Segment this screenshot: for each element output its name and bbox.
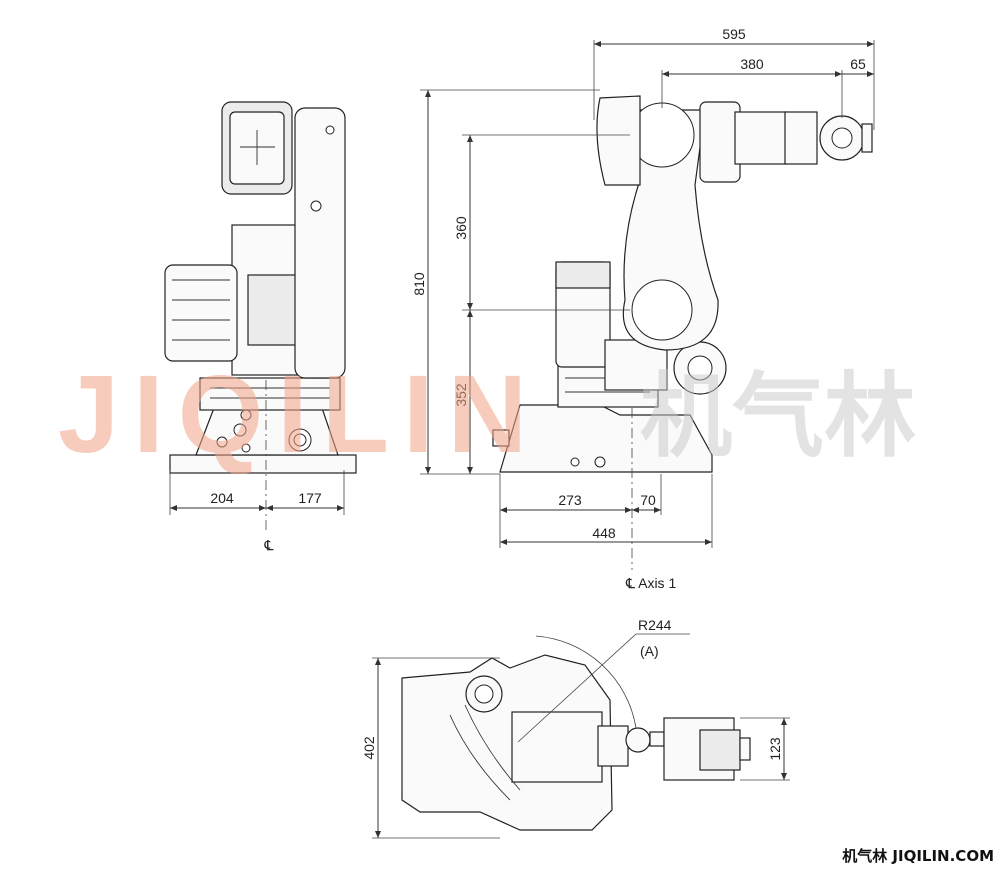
axis-1-label: ℄ Axis 1 bbox=[625, 575, 676, 591]
dim-top-width: 402 bbox=[361, 736, 377, 760]
front-arm bbox=[294, 107, 346, 379]
radius-label: R244 bbox=[638, 617, 672, 633]
side-forearm bbox=[734, 111, 788, 165]
front-motor bbox=[164, 264, 238, 362]
watermark-latin: JIQILIN bbox=[58, 353, 541, 476]
dim-base-depth: 448 bbox=[592, 525, 616, 541]
radius-note: (A) bbox=[640, 643, 659, 659]
dim-upper-reach: 380 bbox=[740, 56, 764, 72]
dim-base-height: 352 bbox=[453, 383, 469, 407]
centerline-symbol-front: ℄ bbox=[264, 537, 274, 553]
watermark-cjk: 机气林 bbox=[640, 363, 916, 470]
side-dimensions: 595 380 65 810 360 352 273 70 448 ℄ Axis… bbox=[411, 26, 875, 591]
top-turntable bbox=[511, 711, 603, 783]
dim-arm-length: 360 bbox=[453, 216, 469, 240]
dim-tool-width: 123 bbox=[767, 737, 783, 761]
dim-base-back: 70 bbox=[640, 492, 656, 508]
front-turntable bbox=[199, 377, 341, 411]
dim-front-left: 204 bbox=[210, 490, 234, 506]
dim-wrist-offset: 65 bbox=[850, 56, 866, 72]
front-view-robot bbox=[164, 101, 357, 530]
footer-brand: 机气林 JIQILIN.COM bbox=[842, 847, 994, 865]
front-dimensions: 204 177 ℄ bbox=[169, 470, 345, 553]
dim-total-height: 810 bbox=[411, 272, 427, 296]
top-view-robot: R244 (A) 402 123 bbox=[361, 617, 790, 839]
side-elbow bbox=[596, 95, 641, 186]
dim-total-reach: 595 bbox=[722, 26, 746, 42]
side-view-robot bbox=[492, 95, 873, 570]
dim-base-front: 273 bbox=[558, 492, 582, 508]
dim-front-right: 177 bbox=[298, 490, 322, 506]
side-base bbox=[499, 404, 713, 473]
watermark: JIQILIN 机气林 bbox=[58, 353, 916, 476]
